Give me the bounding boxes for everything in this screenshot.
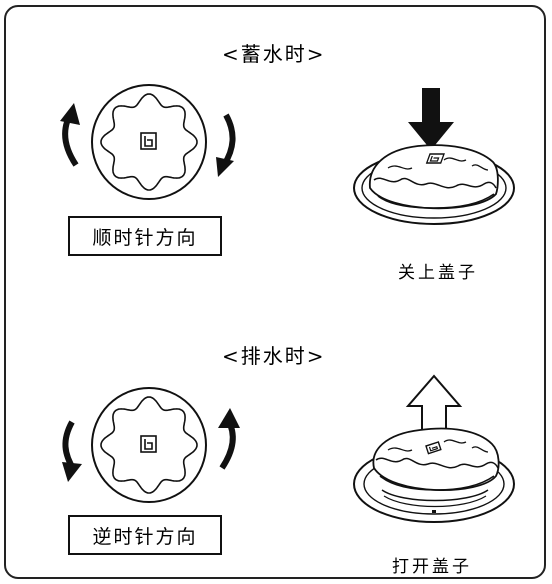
counterclockwise-label-box: 逆时针方向 xyxy=(68,515,222,555)
drain-heading: <排水时> xyxy=(222,344,326,368)
close-lid-caption: 关上盖子 xyxy=(398,263,478,283)
store-heading: <蓄水时> xyxy=(222,42,326,66)
knob-clockwise-diagram xyxy=(60,84,236,200)
clockwise-label-box: 顺时针方向 xyxy=(68,216,222,256)
knob-counterclockwise-diagram xyxy=(62,387,240,503)
close-lid-diagram xyxy=(353,88,515,225)
open-lid-caption: 打开盖子 xyxy=(392,557,472,577)
open-lid-diagram xyxy=(353,374,515,523)
instruction-panel xyxy=(4,5,546,579)
